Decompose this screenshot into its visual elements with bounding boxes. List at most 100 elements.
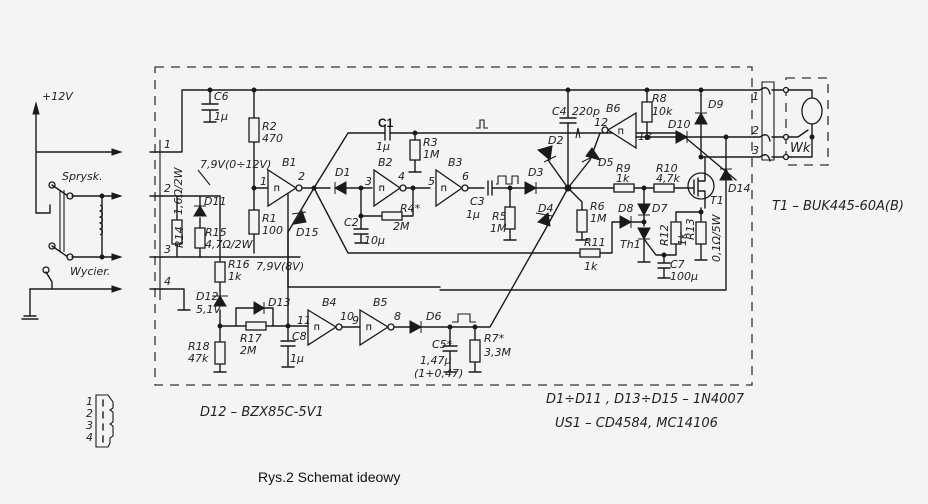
b5-in: 9 bbox=[352, 314, 359, 327]
c8-value: 1µ bbox=[290, 352, 304, 365]
r14-ref: R14 bbox=[173, 226, 186, 248]
d2-ref: D2 bbox=[548, 134, 563, 147]
d9-ref: D9 bbox=[708, 98, 723, 111]
r6-ref: R6 bbox=[590, 200, 605, 213]
b1-ref: B1 bbox=[282, 156, 297, 169]
gate-b5: ⊓ bbox=[359, 308, 395, 347]
b2-out: 4 bbox=[398, 170, 405, 183]
r12-value: 1k bbox=[676, 232, 689, 246]
r5-value: 1M bbox=[490, 222, 507, 235]
c1-value: 1µ bbox=[376, 140, 390, 153]
r7-ref: R7* bbox=[484, 332, 505, 345]
r13-value: 0,1Ω/5W bbox=[710, 213, 723, 262]
out-pin-3: 3 bbox=[752, 144, 759, 157]
gate-b6: ⊓ bbox=[601, 111, 637, 150]
label-wycier: Wycier. bbox=[70, 265, 110, 278]
resistor-r5 bbox=[504, 206, 516, 230]
pulse-waveform-1 bbox=[476, 119, 488, 129]
r8-value: 10k bbox=[652, 105, 673, 118]
resistor-r2 bbox=[248, 117, 260, 143]
c5-note: (1+0,47) bbox=[414, 367, 463, 380]
diode-d6 bbox=[409, 320, 423, 334]
r3-ref: R3 bbox=[423, 136, 438, 149]
b6-out: 12 bbox=[594, 116, 608, 129]
c8-ref: C8 bbox=[292, 330, 307, 343]
d4-ref: D4 bbox=[538, 202, 553, 215]
d7-ref: D7 bbox=[652, 202, 667, 215]
r6-value: 1M bbox=[590, 212, 607, 225]
b3-ref: B3 bbox=[448, 156, 463, 169]
r17-value: 2M bbox=[240, 344, 257, 357]
label-supply: +12V bbox=[42, 90, 74, 103]
out-pin-2: 2 bbox=[752, 124, 759, 137]
resistor-r8 bbox=[641, 101, 653, 123]
b3-out: 6 bbox=[462, 170, 469, 183]
d14-ref: D14 bbox=[728, 182, 750, 195]
d11-ref: D11 bbox=[204, 195, 226, 208]
output-connector bbox=[759, 81, 790, 162]
resistor-r16 bbox=[214, 261, 226, 283]
r10-value: 4,7k bbox=[656, 172, 680, 185]
diode-d3 bbox=[524, 181, 538, 195]
pin-2-label: 2 bbox=[164, 182, 171, 195]
pinout-1: 1 bbox=[86, 395, 93, 408]
b2-feedback bbox=[353, 187, 431, 244]
b3-in: 5 bbox=[428, 175, 435, 188]
b2-ref: B2 bbox=[378, 156, 393, 169]
diode-d10 bbox=[675, 130, 689, 144]
d12-value: 5,1V bbox=[196, 303, 222, 316]
pin-3-label: 3 bbox=[164, 243, 171, 256]
svg-text:⊓: ⊓ bbox=[379, 184, 384, 194]
capacitor-c5 bbox=[442, 326, 458, 373]
r2-ref: R2 bbox=[262, 120, 277, 133]
r15-value: 4,7Ω/2W bbox=[205, 238, 254, 251]
c5-ref: C5* bbox=[432, 338, 453, 351]
r7-value: 3,3M bbox=[484, 346, 511, 359]
resistor-r10 bbox=[653, 183, 675, 193]
diode-d15 bbox=[291, 209, 307, 225]
resistor-r14 bbox=[171, 219, 183, 245]
top-rail bbox=[161, 89, 761, 153]
pulse-waveform-3 bbox=[452, 313, 476, 323]
diode-d7 bbox=[637, 203, 651, 217]
input-connector bbox=[149, 140, 163, 300]
diode-d2 bbox=[536, 145, 557, 163]
d3-ref: D3 bbox=[528, 166, 543, 179]
pin-4-label: 4 bbox=[164, 275, 171, 288]
resistor-r7 bbox=[469, 339, 481, 363]
diode-d9 bbox=[694, 111, 708, 125]
pinout-4: 4 bbox=[86, 431, 93, 444]
b5-out: 8 bbox=[394, 310, 401, 323]
figure-caption: Rys.2 Schemat ideowy bbox=[258, 469, 400, 485]
r17-ref: R17 bbox=[240, 332, 262, 345]
out-pin-1: 1 bbox=[752, 90, 759, 103]
resistor-r15 bbox=[194, 227, 206, 249]
svg-text:⊓: ⊓ bbox=[441, 184, 446, 194]
r4-value: 2M bbox=[393, 220, 410, 233]
r1-value: 100 bbox=[262, 224, 283, 237]
note-us1: US1 – CD4584, MC14106 bbox=[555, 416, 718, 431]
b2-in: 3 bbox=[365, 175, 372, 188]
d6-ref: D6 bbox=[426, 310, 441, 323]
label-sprysk: Sprysk. bbox=[62, 170, 103, 183]
connector-pinout-icon bbox=[95, 394, 114, 448]
c6-value: 1µ bbox=[214, 110, 228, 123]
r9-value: 1k bbox=[616, 172, 630, 185]
motor-icon bbox=[787, 89, 823, 158]
resistor-r6 bbox=[576, 209, 588, 233]
pinout-3: 3 bbox=[86, 419, 93, 432]
d15-path bbox=[287, 187, 441, 288]
resistor-r9 bbox=[613, 183, 635, 193]
r13-ref: R13 bbox=[684, 218, 697, 240]
pulse-waveform-2 bbox=[496, 175, 519, 185]
diode-d8 bbox=[619, 215, 633, 229]
r1-ref: R1 bbox=[262, 212, 277, 225]
r10-ref: R10 bbox=[656, 162, 678, 175]
d13-ref: D13 bbox=[268, 296, 290, 309]
capacitor-c4 bbox=[559, 89, 577, 189]
voltage-note-2: 7,9V(8V) bbox=[256, 260, 304, 273]
diode-d13 bbox=[253, 301, 265, 315]
svg-text:⊓: ⊓ bbox=[274, 184, 279, 194]
c7-ref: C7 bbox=[670, 258, 685, 271]
